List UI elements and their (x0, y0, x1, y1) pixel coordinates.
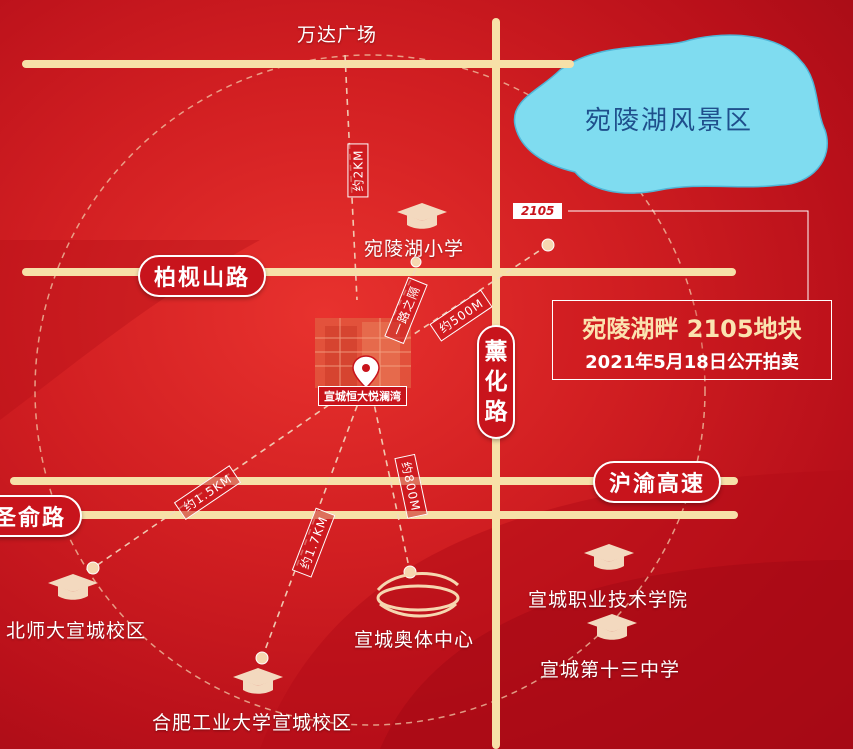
poi-wanling-school: 宛陵湖小学 (364, 238, 465, 260)
graduation-cap-icon (233, 668, 283, 694)
bnu-dot (86, 561, 100, 575)
location-pin-dot (362, 364, 370, 372)
graduation-cap-icon (584, 544, 634, 570)
route-plot (389, 244, 549, 351)
poi-vocational: 宣城职业技术学院 (528, 589, 689, 611)
hfut-dot (255, 651, 269, 665)
ribbon-decoration (0, 240, 260, 420)
graduation-cap-icon (397, 203, 447, 229)
graduation-cap-icon (587, 614, 637, 640)
poi-bnu: 北师大宣城校区 (6, 620, 147, 642)
school-dot (410, 256, 422, 268)
plot-connector (568, 210, 809, 300)
road-bochenshan (22, 268, 736, 276)
lake-shape (513, 34, 828, 194)
plot-title: 宛陵湖畔 2105地块 (582, 315, 802, 343)
distance-wanda: 约2KM (347, 143, 369, 198)
poi-middle-school: 宣城第十三中学 (540, 659, 681, 681)
road-shengyu (10, 511, 738, 519)
road-top (22, 60, 574, 68)
road-label-bochenshan: 柏枧山路 (138, 255, 267, 297)
road-huyu (10, 477, 738, 485)
road-label-xunhua-text: 薰化路 (484, 339, 508, 425)
graduation-cap-icon (48, 574, 98, 600)
poi-sports-center: 宣城奥体中心 (354, 629, 475, 651)
plot-tag: 2105 (513, 203, 563, 219)
plot-subtitle: 2021年5月18日公开拍卖 (585, 352, 799, 373)
route-sports (369, 384, 411, 573)
poi-hfut: 合肥工业大学宣城校区 (152, 712, 353, 734)
stadium-icon (376, 572, 460, 618)
road-label-huyu: 沪渝高速 (593, 461, 722, 503)
project-label: 宣城恒大悦澜湾 (318, 386, 407, 406)
plot-dot (541, 238, 555, 252)
radius-circle (34, 54, 706, 726)
road-label-shengyu: 圣俞路 (0, 495, 83, 537)
plot-callout: 宛陵湖畔 2105地块 2021年5月18日公开拍卖 (552, 300, 832, 380)
poi-wanda: 万达广场 (297, 24, 378, 46)
lake-label: 宛陵湖风景区 (585, 106, 754, 136)
road-label-xunhua: 薰化路 (477, 325, 515, 439)
